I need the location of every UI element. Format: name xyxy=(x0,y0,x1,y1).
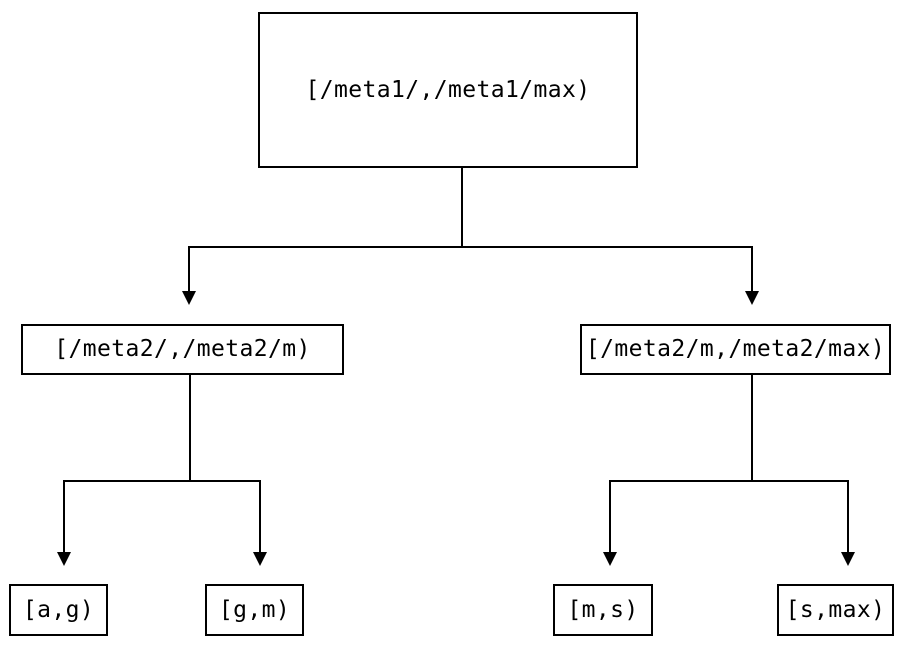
node-leaf-ag-label: [a,g) xyxy=(22,596,95,623)
edge-root-to-meta2-low-drop xyxy=(188,246,190,292)
arrowhead-root-to-meta2-high xyxy=(745,291,759,305)
node-root-label: [/meta1/,/meta1/max) xyxy=(305,76,591,103)
edge-meta2-high-bus xyxy=(609,480,849,482)
node-leaf-ms[interactable]: [m,s) xyxy=(553,584,653,636)
edge-meta2-low-to-leaf-ag-drop xyxy=(63,480,65,553)
arrowhead-meta2-low-to-leaf-ag xyxy=(57,552,71,566)
edge-meta2-high-trunk xyxy=(751,375,753,482)
node-meta2-high[interactable]: [/meta2/m,/meta2/max) xyxy=(580,324,891,375)
node-leaf-ag[interactable]: [a,g) xyxy=(9,584,108,636)
arrowhead-meta2-high-to-leaf-smax xyxy=(841,552,855,566)
node-meta2-low-label: [/meta2/,/meta2/m) xyxy=(54,336,311,362)
node-leaf-smax-label: [s,max) xyxy=(785,596,886,623)
edge-meta2-low-to-leaf-gm-drop xyxy=(259,480,261,553)
node-leaf-gm[interactable]: [g,m) xyxy=(205,584,304,636)
node-leaf-gm-label: [g,m) xyxy=(218,596,291,623)
edge-root-bus xyxy=(188,246,753,248)
node-meta2-high-label: [/meta2/m,/meta2/max) xyxy=(585,336,886,362)
node-leaf-ms-label: [m,s) xyxy=(567,596,639,623)
edge-meta2-high-to-leaf-smax-drop xyxy=(847,480,849,553)
edge-meta2-low-bus xyxy=(63,480,261,482)
node-leaf-smax[interactable]: [s,max) xyxy=(777,584,894,636)
arrowhead-root-to-meta2-low xyxy=(182,291,196,305)
edge-meta2-low-trunk xyxy=(189,375,191,482)
edge-root-trunk xyxy=(461,168,463,248)
arrowhead-meta2-high-to-leaf-ms xyxy=(603,552,617,566)
edge-meta2-high-to-leaf-ms-drop xyxy=(609,480,611,553)
edge-root-to-meta2-high-drop xyxy=(751,246,753,292)
arrowhead-meta2-low-to-leaf-gm xyxy=(253,552,267,566)
node-meta2-low[interactable]: [/meta2/,/meta2/m) xyxy=(21,324,344,375)
node-root[interactable]: [/meta1/,/meta1/max) xyxy=(258,12,638,168)
